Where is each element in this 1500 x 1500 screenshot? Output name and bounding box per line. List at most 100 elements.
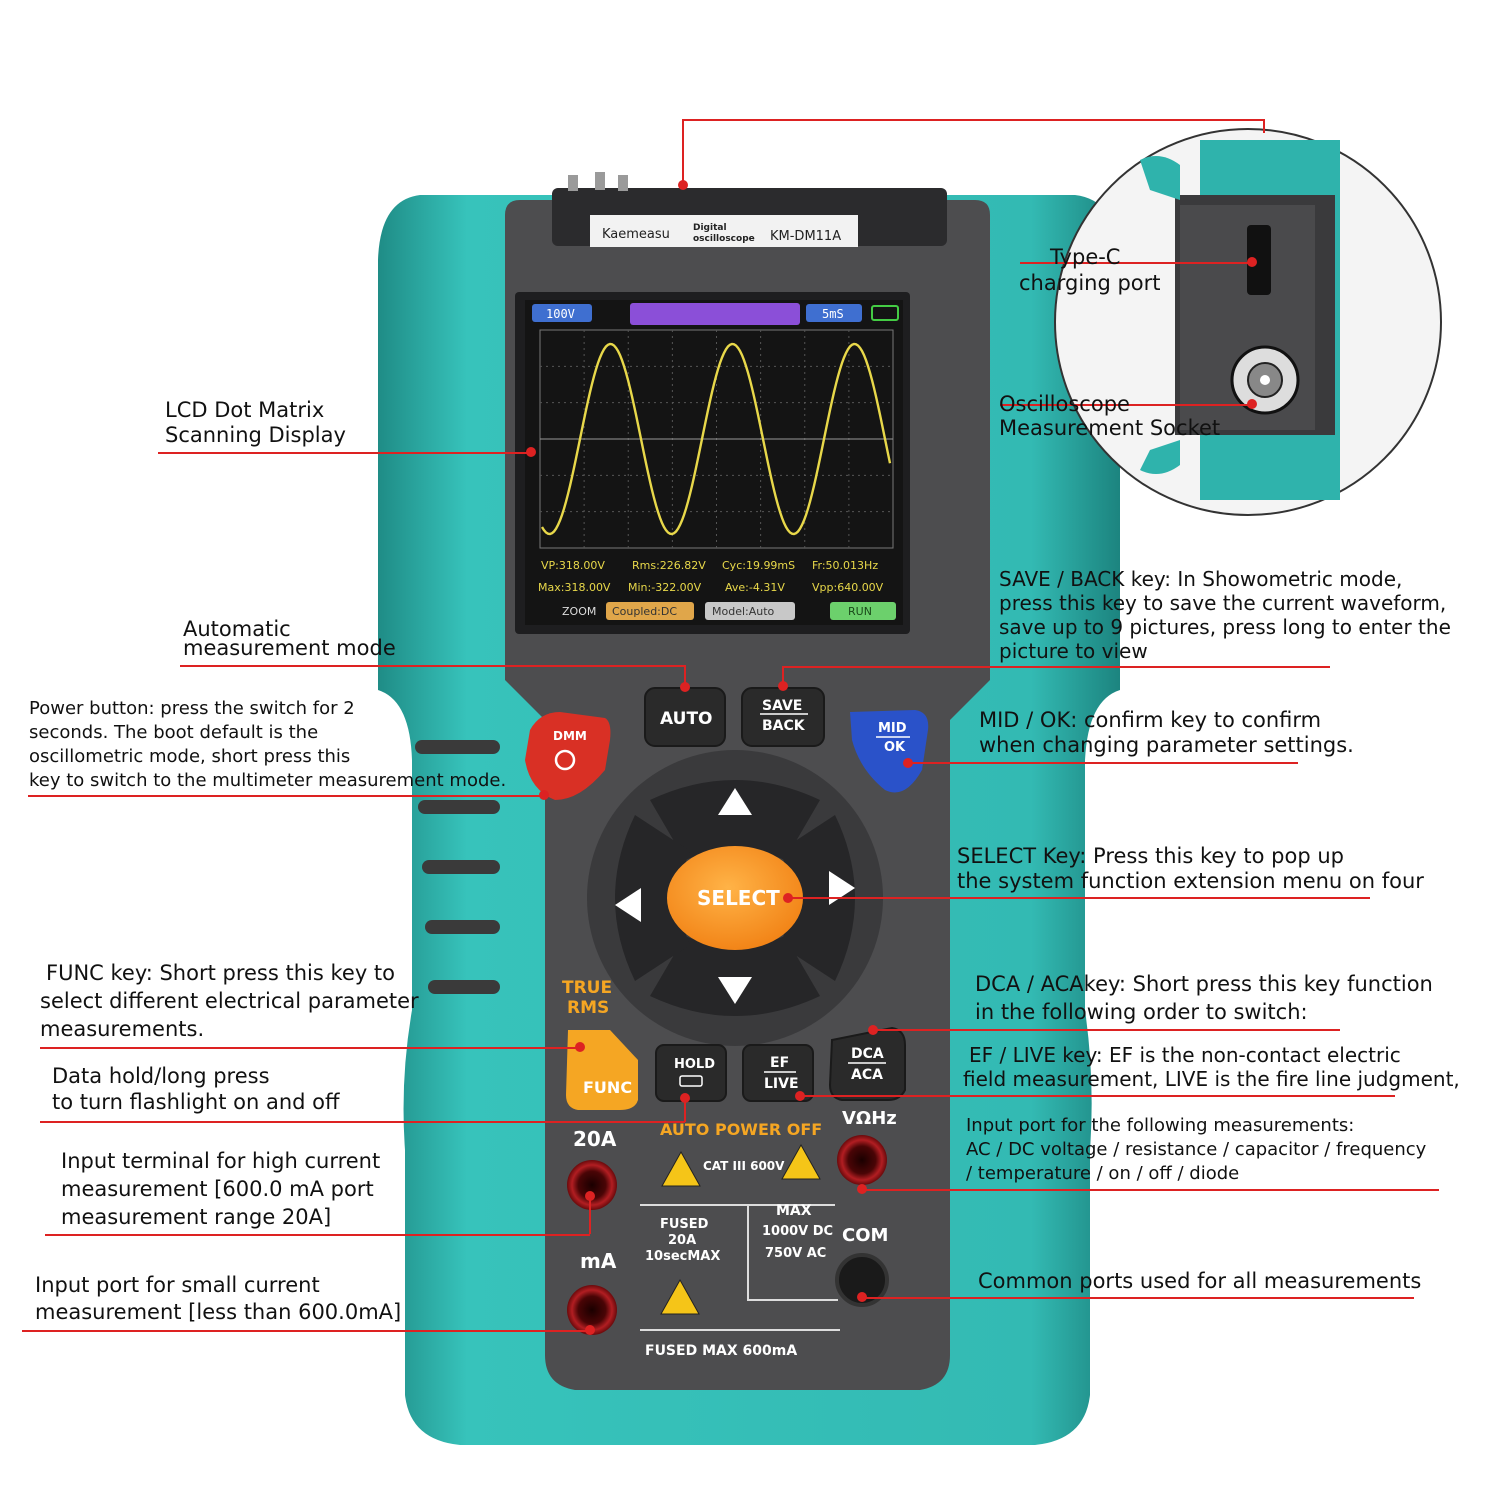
leader-dot [778, 681, 788, 691]
leader-line [180, 665, 685, 667]
type-c-port [1247, 225, 1271, 295]
select-button[interactable] [667, 846, 803, 950]
leader-line [908, 762, 1298, 764]
leader-line [800, 1095, 1395, 1097]
ok-label: OK [884, 740, 906, 755]
warning-icon [781, 1143, 821, 1180]
jack-com[interactable] [835, 1253, 889, 1307]
fused-20a-3: 10secMAX [645, 1249, 720, 1264]
leader-line [40, 1047, 580, 1049]
leader-dot [1247, 257, 1257, 267]
mid-ok-button[interactable] [850, 710, 929, 793]
hold-button[interactable] [655, 1044, 727, 1102]
ef-live-button[interactable] [742, 1044, 814, 1102]
leader-line [1000, 404, 1252, 406]
aca-label: ACA [851, 1067, 883, 1083]
dca-aca-button[interactable] [828, 1026, 906, 1101]
inset-socket-label: Oscilloscope [999, 392, 1130, 416]
inset-device-side [1140, 140, 1340, 500]
dmm-power-button[interactable] [525, 712, 611, 800]
readout-vp: VP:318.00V [541, 559, 605, 572]
leader-dot [1247, 399, 1257, 409]
callout-dca-aca: DCA / ACAkey: Short press this key funct… [975, 972, 1433, 1024]
fused-ma-label: FUSED MAX 600mA [645, 1343, 797, 1359]
back-label: BACK [762, 718, 806, 734]
jack-ma[interactable] [567, 1285, 617, 1335]
leader-dot [678, 180, 688, 190]
leader-dot [526, 447, 536, 457]
warning-icon [661, 1150, 701, 1187]
mid-label: MID [878, 721, 907, 736]
leader-line [788, 897, 1370, 899]
ef-label: EF [770, 1055, 789, 1071]
arrow-left-icon [615, 888, 641, 922]
terminal-ma-label: mA [580, 1249, 617, 1273]
dmm-label: DMM [553, 729, 587, 743]
leader-dot [539, 790, 549, 800]
leader-line [22, 1330, 590, 1332]
callout-input-port: Input port for the following measurement… [966, 1115, 1427, 1184]
jack-vohz[interactable] [837, 1135, 887, 1185]
func-label: FUNC [583, 1078, 632, 1097]
readout-fr: Fr:50.013Hz [812, 559, 878, 572]
coupled-label: Coupled:DC [612, 605, 677, 618]
time-div: 5mS [822, 307, 844, 321]
scope-waveform [540, 342, 892, 536]
live-label: LIVE [764, 1076, 799, 1092]
leader-line [684, 665, 686, 687]
terminal-vohz-label: VΩHz [842, 1108, 897, 1129]
max-label-1: MAX [776, 1203, 812, 1219]
terminal-com-label: COM [842, 1225, 888, 1246]
jack-20a[interactable] [567, 1160, 617, 1210]
inset-type-c-label-2: charging port [1019, 271, 1161, 295]
dca-label: DCA [851, 1046, 884, 1062]
subtitle-2: oscilloscope [693, 234, 755, 244]
arrow-down-icon [718, 977, 752, 1004]
hold-label: HOLD [674, 1057, 715, 1072]
readout-max: Max:318.00V [538, 581, 611, 594]
readout-cyc: Cyc:19.99mS [722, 559, 795, 572]
dpad-down-button[interactable] [650, 936, 820, 1016]
max-label-2: 1000V DC [762, 1224, 833, 1239]
brand-label: Kaemeasu [602, 227, 670, 242]
leader-dot [868, 1025, 878, 1035]
callout-ef-live: EF / LIVE key: EF is the non-contact ele… [963, 1043, 1460, 1091]
leader-dot [585, 1191, 595, 1201]
dpad-up-button[interactable] [650, 780, 820, 860]
save-back-button[interactable] [741, 687, 825, 747]
callout-com: Common ports used for all measurements [978, 1269, 1422, 1293]
flashlight-icon [679, 1075, 703, 1087]
leader-dot [903, 758, 913, 768]
inset-type-c-label: Type-C [1050, 245, 1121, 269]
arrow-up-icon [718, 788, 752, 815]
leader-line [1263, 119, 1265, 133]
rms-label: RMS [567, 998, 609, 1018]
screen [525, 300, 903, 625]
max-label-3: 750V AC [765, 1246, 826, 1261]
scope-grid [539, 329, 894, 549]
top-connectors [568, 172, 628, 191]
run-label: RUN [848, 605, 872, 618]
dpad-left-button[interactable] [615, 815, 690, 981]
true-label: TRUE [562, 978, 612, 998]
leader-dot [680, 682, 690, 692]
auto-power-off-label: AUTO POWER OFF [660, 1120, 822, 1139]
volt-div: 100V [546, 307, 575, 321]
leader-line [782, 666, 1330, 668]
readout-vpp: Vpp:640.00V [812, 581, 884, 594]
save-label: SAVE [762, 698, 802, 714]
select-label: SELECT [697, 886, 780, 910]
nameplate [590, 215, 858, 247]
readout-ave: Ave:-4.31V [725, 581, 785, 594]
terminal-20a-label: 20A [573, 1127, 617, 1151]
power-icon [554, 749, 576, 771]
zoom-label: ZOOM [562, 605, 596, 618]
leader-line [682, 119, 1264, 121]
